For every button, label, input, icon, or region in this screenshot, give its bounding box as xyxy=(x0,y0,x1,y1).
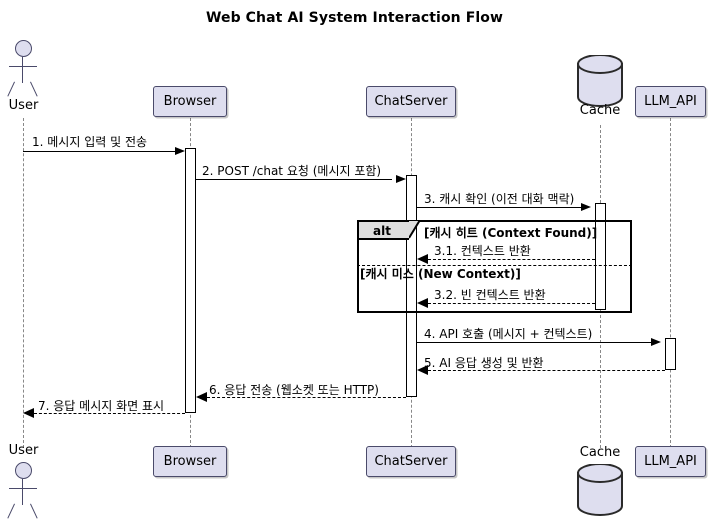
participant-llm-api-bottom[interactable]: LLM_API xyxy=(635,446,706,477)
lifeline-llm-api xyxy=(670,118,671,448)
message-arrow-3-2 xyxy=(417,298,428,308)
lifeline-user xyxy=(23,118,24,448)
alt-fragment-tab-notch-icon xyxy=(409,220,421,239)
actor-leg-right-icon xyxy=(30,81,38,97)
message-label-3-2: 3.2. 빈 컨텍스트 반환 xyxy=(434,288,546,302)
participant-user-top[interactable]: User xyxy=(0,36,47,118)
message-label-3: 3. 캐시 확인 (이전 대화 맥락) xyxy=(424,192,575,206)
message-arrow-3 xyxy=(581,202,591,211)
diagram-title: Web Chat AI System Interaction Flow xyxy=(205,10,504,26)
message-label-3-1: 3.1. 컨텍스트 반환 xyxy=(434,244,531,258)
message-arrow-3-1 xyxy=(417,254,428,264)
alt-guard-second: [캐시 미스 (New Context)] xyxy=(360,267,521,281)
activation-llm-api xyxy=(665,338,676,370)
message-line-4 xyxy=(417,342,651,343)
message-line-5 xyxy=(428,370,665,371)
message-arrow-5 xyxy=(417,365,428,375)
activation-cache xyxy=(595,203,606,310)
participant-label-user-bottom: User xyxy=(8,443,39,458)
message-label-2: 2. POST /chat 요청 (메시지 포함) xyxy=(202,164,382,178)
alt-guard-first: [캐시 히트 (Context Found)] xyxy=(424,226,598,240)
actor-leg-left-icon-bottom xyxy=(7,503,15,519)
message-label-1: 1. 메시지 입력 및 전송 xyxy=(32,135,148,149)
activation-browser xyxy=(185,148,196,413)
participant-label-browser-bottom: Browser xyxy=(163,454,217,469)
database-cylinder-icon-bottom xyxy=(577,464,623,516)
alt-fragment-divider xyxy=(357,265,632,266)
message-line-2 xyxy=(196,179,392,180)
participant-chatserver-top[interactable]: ChatServer xyxy=(366,86,456,117)
message-arrow-1 xyxy=(175,146,185,155)
message-line-3-2 xyxy=(428,303,595,304)
participant-label-browser: Browser xyxy=(163,94,217,109)
participant-chatserver-bottom[interactable]: ChatServer xyxy=(366,446,456,477)
alt-fragment-operator: alt xyxy=(373,224,391,238)
message-line-6 xyxy=(207,397,406,398)
participant-cache-bottom[interactable]: Cache xyxy=(572,445,628,523)
actor-arms-icon xyxy=(9,66,37,67)
actor-arms-icon-bottom xyxy=(9,488,37,489)
activation-chatserver xyxy=(406,175,417,397)
message-line-3-1 xyxy=(428,259,595,260)
participant-browser-top[interactable]: Browser xyxy=(153,86,227,117)
participant-label-chatserver: ChatServer xyxy=(374,94,448,109)
participant-browser-bottom[interactable]: Browser xyxy=(153,446,227,477)
database-cylinder-icon xyxy=(577,55,623,107)
message-label-7: 7. 응답 메시지 화면 표시 xyxy=(38,399,165,413)
participant-llm-api-top[interactable]: LLM_API xyxy=(635,86,706,117)
message-arrow-7 xyxy=(23,408,34,418)
participant-label-chatserver-bottom: ChatServer xyxy=(374,454,448,469)
message-arrow-2 xyxy=(396,174,406,183)
participant-label-llm-api: LLM_API xyxy=(644,94,697,109)
message-line-7 xyxy=(34,413,185,414)
message-line-3 xyxy=(417,207,581,208)
actor-head-icon xyxy=(15,40,32,57)
participant-label-cache: Cache xyxy=(579,103,621,118)
actor-torso-icon xyxy=(22,57,23,83)
actor-torso-icon-bottom xyxy=(22,479,23,505)
participant-user-bottom[interactable]: User xyxy=(0,443,47,526)
actor-leg-right-icon-bottom xyxy=(30,503,38,519)
actor-head-icon-bottom xyxy=(15,462,32,479)
participant-label-user: User xyxy=(8,98,39,113)
message-line-1 xyxy=(23,151,175,152)
message-arrow-6 xyxy=(196,392,207,402)
message-label-6: 6. 응답 전송 (웹소켓 또는 HTTP) xyxy=(209,383,379,397)
participant-label-cache-bottom: Cache xyxy=(579,445,621,460)
message-label-5: 5. AI 응답 생성 및 반환 xyxy=(424,356,544,370)
participant-label-llm-api-bottom: LLM_API xyxy=(644,454,697,469)
actor-leg-left-icon xyxy=(7,81,15,97)
message-arrow-4 xyxy=(651,337,661,346)
alt-fragment: alt xyxy=(357,220,632,313)
participant-cache-top[interactable]: Cache xyxy=(572,55,628,125)
message-label-4: 4. API 호출 (메시지 + 컨텍스트) xyxy=(424,327,593,341)
alt-fragment-tab xyxy=(357,220,409,240)
